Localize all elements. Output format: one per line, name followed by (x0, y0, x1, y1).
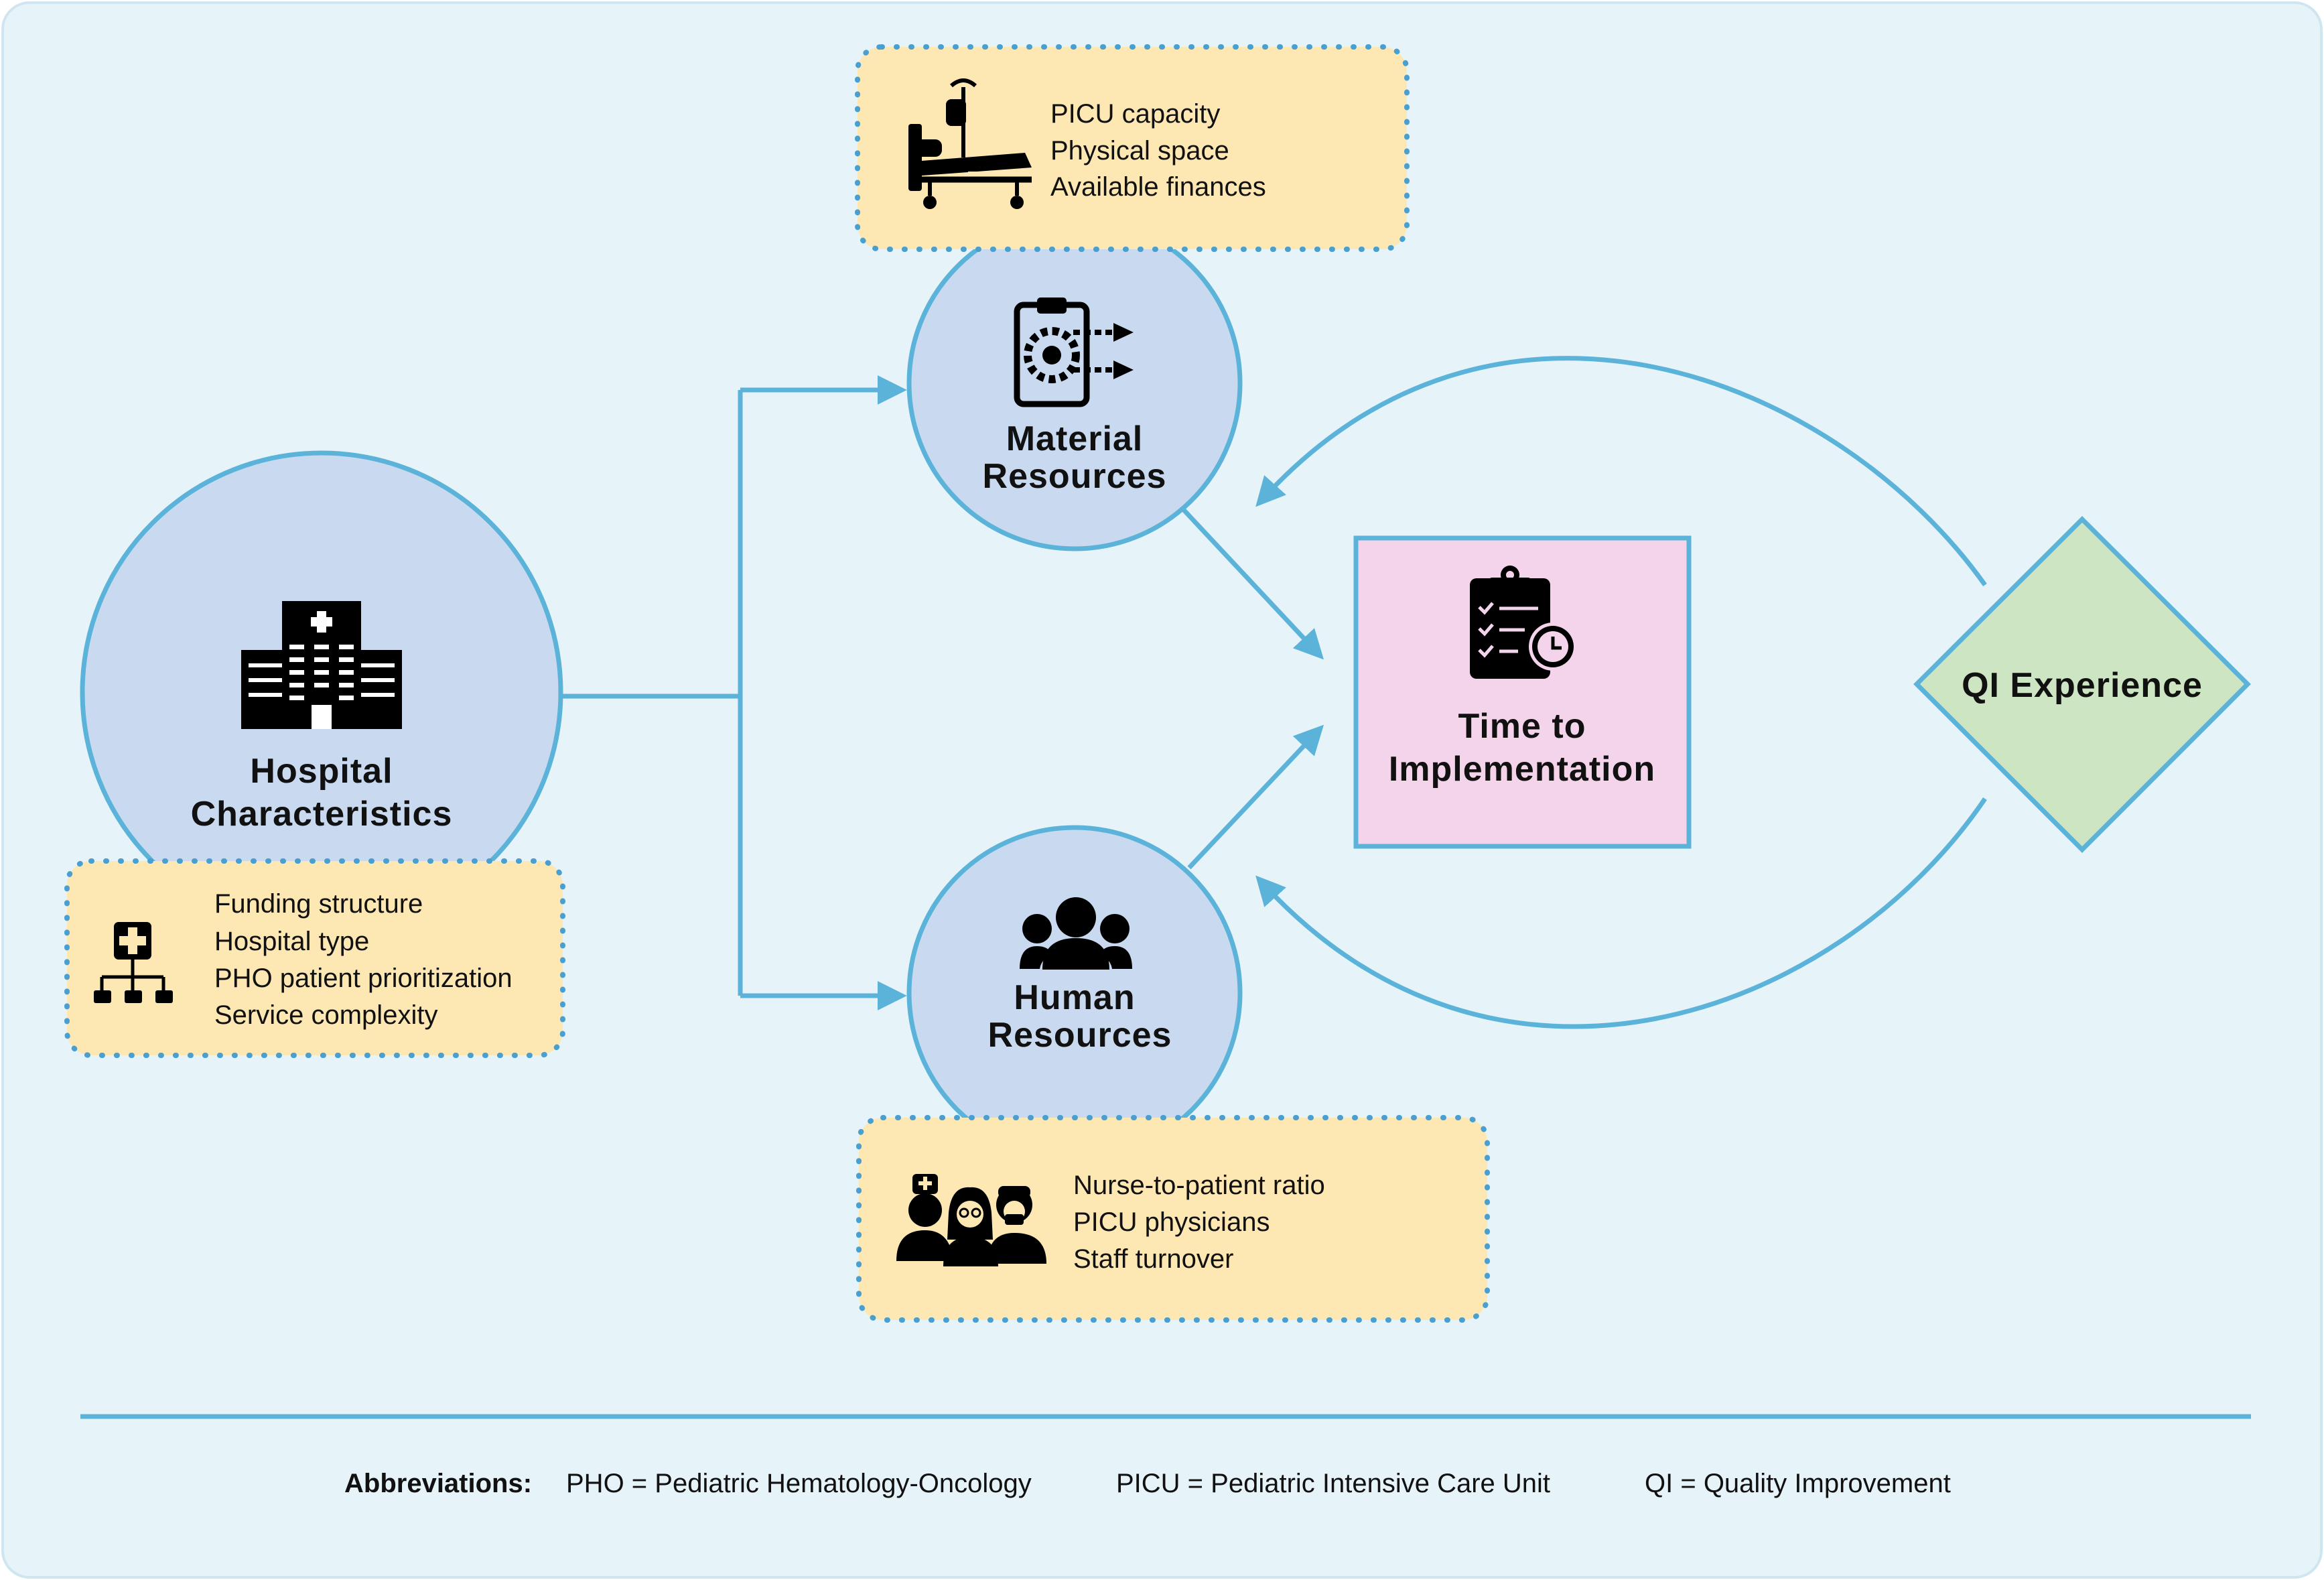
human-title-line2: Resources (988, 1016, 1172, 1055)
hospital-detail-3: PHO patient prioritization (214, 964, 512, 993)
hospital-detail-4: Service complexity (214, 1000, 437, 1030)
time-title-line2: Implementation (1389, 750, 1655, 789)
human-detail-3: Staff turnover (1073, 1244, 1233, 1274)
hospital-detail-2: Hospital type (214, 927, 369, 956)
material-detail-1: PICU capacity (1050, 99, 1220, 129)
qi-node: QI Experience (1913, 516, 2251, 853)
abbreviation-picu: PICU = Pediatric Intensive Care Unit (1116, 1469, 1550, 1498)
hospital-title-line2: Characteristics (191, 795, 453, 834)
hospital-bed-icon (908, 78, 1032, 209)
material-detail-3: Available finances (1050, 172, 1266, 202)
arrow-material-to-time (1181, 507, 1324, 660)
arrow-qi-to-human (1255, 797, 1987, 1029)
human-detail-2: PICU physicians (1073, 1207, 1270, 1237)
medical-staff-icon (896, 1174, 1046, 1266)
arrow-human-to-time (1187, 724, 1324, 870)
time-node: Time to Implementation (1353, 535, 1692, 849)
hospital-title-line1: Hospital (250, 752, 393, 791)
clipboard-clock-icon (1470, 566, 1577, 679)
people-group-icon (1020, 897, 1132, 970)
human-detail-1: Nurse-to-patient ratio (1073, 1171, 1325, 1200)
abbreviation-pho: PHO = Pediatric Hematology-Oncology (566, 1469, 1032, 1498)
qi-diamond (1913, 516, 2251, 853)
clipboard-gear-arrows-icon (1014, 298, 1134, 407)
hospital-details-box: Funding structure Hospital type PHO pati… (64, 858, 565, 1058)
material-detail-2: Physical space (1050, 136, 1229, 166)
material-circle (906, 215, 1243, 551)
connectors (561, 356, 1987, 1029)
human-node: Human Resources (906, 825, 1243, 1161)
human-title-line1: Human (1014, 978, 1135, 1017)
abbreviations-label: Abbreviations: (344, 1469, 532, 1498)
material-title-line2: Resources (983, 457, 1167, 496)
qi-title: QI Experience (1962, 666, 2203, 705)
human-details-box: Nurse-to-patient ratio PICU physicians S… (856, 1115, 1490, 1323)
time-title-line1: Time to (1458, 707, 1586, 746)
abbreviation-qi: QI = Quality Improvement (1645, 1469, 1951, 1498)
hospital-detail-1: Funding structure (214, 889, 423, 919)
material-title-line1: Material (1006, 419, 1144, 458)
arrow-qi-to-material (1255, 356, 1987, 587)
hospital-building-icon (241, 601, 402, 729)
material-node: Material Resources (906, 215, 1243, 551)
material-details-box: PICU capacity Physical space Available f… (855, 44, 1410, 252)
org-chart-icon (94, 922, 173, 1003)
